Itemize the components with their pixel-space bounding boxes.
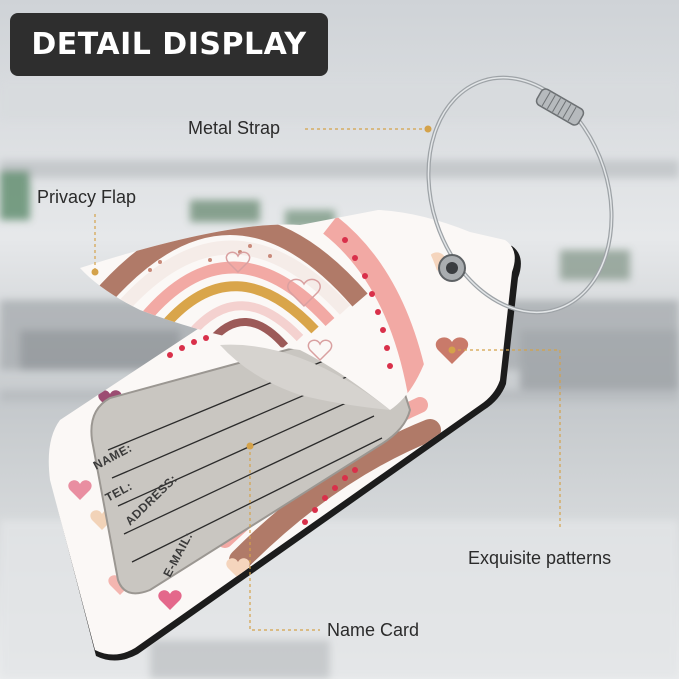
metal-strap-callout: Metal Strap	[188, 118, 281, 138]
privacy-flap-callout: Privacy Flap	[37, 187, 137, 207]
eyelet	[438, 254, 466, 282]
flap-underside	[220, 344, 390, 410]
name-card-callout: Name Card	[327, 620, 420, 640]
metal-strap	[426, 75, 614, 315]
detail-display-title: DETAIL DISPLAY	[10, 13, 328, 76]
exquisite-patterns-callout: Exquisite patterns	[468, 548, 612, 568]
